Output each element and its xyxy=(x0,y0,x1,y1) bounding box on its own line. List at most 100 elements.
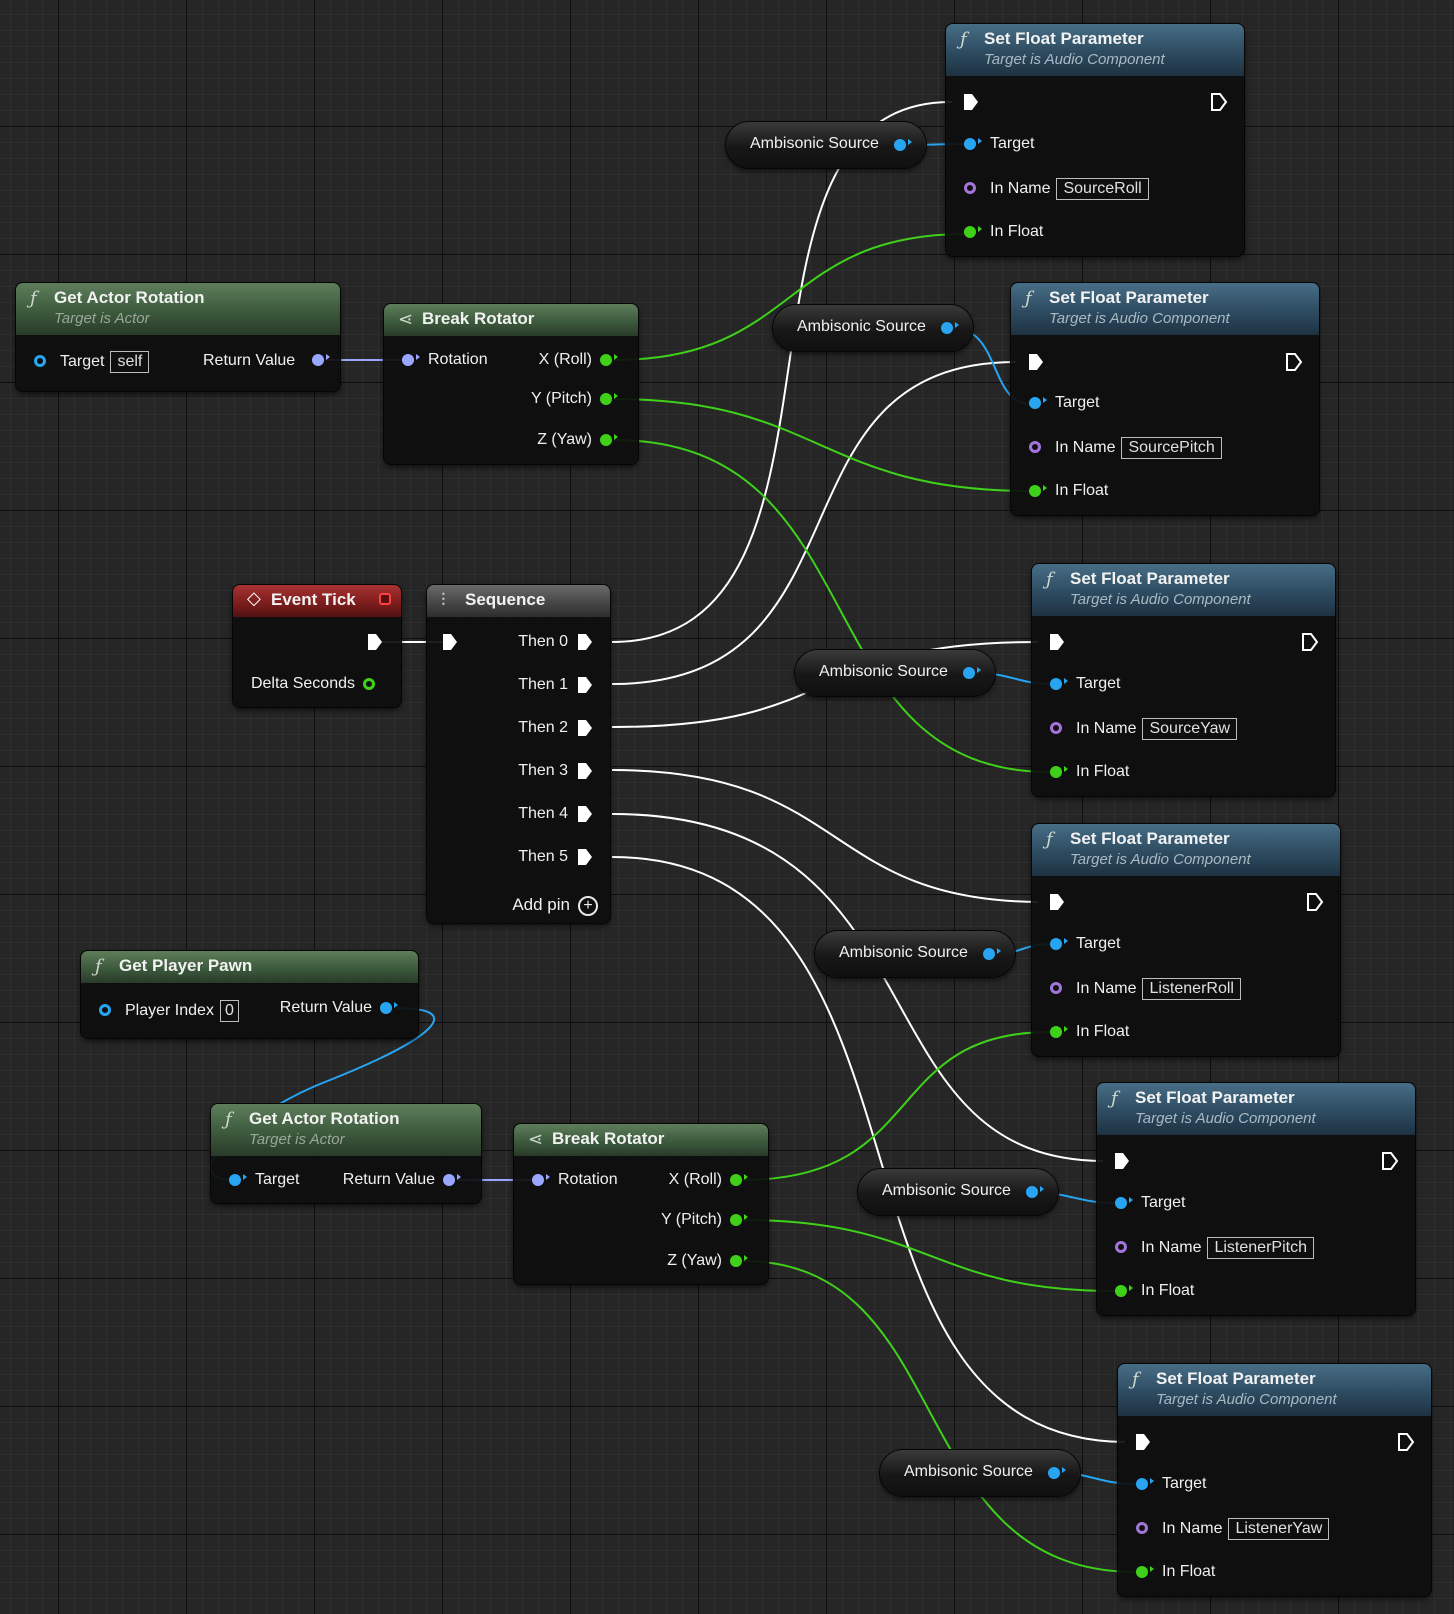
x-roll-pin[interactable] xyxy=(600,354,618,366)
in-name-field[interactable]: SourceRoll xyxy=(1056,178,1149,200)
in-name-field[interactable]: ListenerPitch xyxy=(1207,1237,1314,1259)
in-float-pin[interactable] xyxy=(1029,485,1047,497)
in-name-pin[interactable] xyxy=(1115,1241,1127,1253)
z-yaw-pin[interactable] xyxy=(730,1255,748,1267)
in-name-pin[interactable] xyxy=(1050,722,1062,734)
sequence-node[interactable]: ⫶ Sequence Then 0 Then 1 Then 2 Then 3 T… xyxy=(427,585,610,923)
exec-out-pin[interactable] xyxy=(366,632,384,652)
in-name-pin[interactable] xyxy=(1029,441,1041,453)
get-actor-rotation-node-top[interactable]: ƒ Get Actor Rotation Target is Actor Tar… xyxy=(16,283,340,391)
ambisonic-source-variable-2[interactable]: Ambisonic Source xyxy=(773,305,973,351)
in-name-field[interactable]: ListenerYaw xyxy=(1228,1518,1330,1540)
return-value-pin[interactable] xyxy=(312,354,330,366)
then-2-pin[interactable] xyxy=(576,718,594,738)
exec-in-pin[interactable] xyxy=(962,92,980,112)
target-pin[interactable] xyxy=(1050,938,1068,950)
add-pin-button[interactable]: Add pin+ xyxy=(512,895,598,916)
exec-in-pin[interactable] xyxy=(1027,352,1045,372)
target-pin[interactable] xyxy=(964,138,982,150)
z-yaw-label: Z (Yaw) xyxy=(537,431,592,448)
then-3-pin[interactable] xyxy=(576,761,594,781)
in-name-pin[interactable] xyxy=(964,182,976,194)
set-float-parameter-node-5[interactable]: ƒ Set Float Parameter Target is Audio Co… xyxy=(1097,1083,1415,1315)
set-float-parameter-node-4[interactable]: ƒ Set Float Parameter Target is Audio Co… xyxy=(1032,824,1340,1056)
return-value-pin[interactable] xyxy=(443,1174,461,1186)
exec-out-pin[interactable] xyxy=(1397,1432,1415,1452)
exec-in-pin[interactable] xyxy=(1134,1432,1152,1452)
ambisonic-source-variable-6[interactable]: Ambisonic Source xyxy=(880,1450,1080,1496)
delta-seconds-pin[interactable] xyxy=(363,678,375,690)
player-index-field[interactable]: 0 xyxy=(219,1000,239,1022)
player-index-pin[interactable] xyxy=(99,1004,111,1016)
in-float-pin[interactable] xyxy=(1050,1026,1068,1038)
in-name-field[interactable]: SourcePitch xyxy=(1121,437,1222,459)
exec-out-pin[interactable] xyxy=(1381,1151,1399,1171)
node-subtitle: Target is Actor xyxy=(54,310,150,327)
rotation-input-pin[interactable] xyxy=(532,1174,550,1186)
exec-out-pin[interactable] xyxy=(1301,632,1319,652)
in-float-pin[interactable] xyxy=(1115,1285,1133,1297)
event-tick-node[interactable]: ◇ Event Tick Delta Seconds xyxy=(233,585,401,707)
node-header: ƒ Set Float Parameter Target is Audio Co… xyxy=(1032,824,1340,876)
function-icon: ƒ xyxy=(1111,1088,1118,1109)
get-actor-rotation-node-bottom[interactable]: ƒ Get Actor Rotation Target is Actor Tar… xyxy=(211,1104,481,1203)
then-0-pin[interactable] xyxy=(576,632,594,652)
target-pin[interactable] xyxy=(229,1174,247,1186)
target-pin[interactable] xyxy=(1050,678,1068,690)
in-float-pin[interactable] xyxy=(1136,1566,1154,1578)
target-pin[interactable] xyxy=(34,355,46,367)
in-name-field[interactable]: SourceYaw xyxy=(1142,718,1238,740)
then-4-pin[interactable] xyxy=(576,804,594,824)
function-icon: ƒ xyxy=(225,1109,232,1130)
node-title: Get Player Pawn xyxy=(119,956,253,975)
exec-in-pin[interactable] xyxy=(441,632,459,652)
target-pin[interactable] xyxy=(1136,1478,1154,1490)
target-default-field[interactable]: self xyxy=(110,351,150,373)
ambisonic-source-pin[interactable] xyxy=(983,948,1001,960)
set-float-parameter-node-6[interactable]: ƒ Set Float Parameter Target is Audio Co… xyxy=(1118,1364,1431,1596)
function-icon: ƒ xyxy=(1046,829,1053,850)
ambisonic-source-pin[interactable] xyxy=(963,667,981,679)
exec-out-pin[interactable] xyxy=(1306,892,1324,912)
break-rotator-node-top[interactable]: ⋖ Break Rotator Rotation X (Roll) Y (Pit… xyxy=(384,304,638,464)
then-1-pin[interactable] xyxy=(576,675,594,695)
set-float-parameter-node-2[interactable]: ƒ Set Float Parameter Target is Audio Co… xyxy=(1011,283,1319,515)
return-value-pin[interactable] xyxy=(380,1002,398,1014)
exec-out-pin[interactable] xyxy=(1210,92,1228,112)
in-name-pin[interactable] xyxy=(1050,982,1062,994)
in-name-pin[interactable] xyxy=(1136,1522,1148,1534)
exec-in-pin[interactable] xyxy=(1113,1151,1131,1171)
target-pin[interactable] xyxy=(1115,1197,1133,1209)
in-name-field[interactable]: ListenerRoll xyxy=(1142,978,1241,1000)
ambisonic-source-pin[interactable] xyxy=(1026,1186,1044,1198)
in-float-pin[interactable] xyxy=(1050,766,1068,778)
x-roll-pin[interactable] xyxy=(730,1174,748,1186)
set-float-parameter-node-3[interactable]: ƒ Set Float Parameter Target is Audio Co… xyxy=(1032,564,1335,796)
exec-in-pin[interactable] xyxy=(1048,892,1066,912)
node-header: ⋖ Break Rotator xyxy=(384,304,638,336)
ambisonic-source-variable-1[interactable]: Ambisonic Source xyxy=(726,122,926,168)
set-float-parameter-node-1[interactable]: ƒ Set Float Parameter Target is Audio Co… xyxy=(946,24,1244,256)
z-yaw-pin[interactable] xyxy=(600,434,618,446)
rotation-input-pin[interactable] xyxy=(402,354,420,366)
delegate-pin-icon[interactable] xyxy=(379,593,391,605)
then-5-pin[interactable] xyxy=(576,847,594,867)
then-2-label: Then 2 xyxy=(518,719,568,736)
in-float-pin[interactable] xyxy=(964,226,982,238)
ambisonic-source-pin[interactable] xyxy=(941,322,959,334)
in-name-label: In Name xyxy=(1162,1520,1223,1537)
exec-out-pin[interactable] xyxy=(1285,352,1303,372)
y-pitch-pin[interactable] xyxy=(600,393,618,405)
ambisonic-source-pin[interactable] xyxy=(894,139,912,151)
ambisonic-source-variable-4[interactable]: Ambisonic Source xyxy=(815,931,1015,977)
break-rotator-node-bottom[interactable]: ⋖ Break Rotator Rotation X (Roll) Y (Pit… xyxy=(514,1124,768,1284)
target-pin[interactable] xyxy=(1029,397,1047,409)
ambisonic-source-pin[interactable] xyxy=(1048,1467,1066,1479)
exec-in-pin[interactable] xyxy=(1048,632,1066,652)
y-pitch-pin[interactable] xyxy=(730,1214,748,1226)
node-header: ƒ Set Float Parameter Target is Audio Co… xyxy=(1011,283,1319,335)
ambisonic-source-variable-3[interactable]: Ambisonic Source xyxy=(795,650,995,696)
ambisonic-source-variable-5[interactable]: Ambisonic Source xyxy=(858,1169,1058,1215)
